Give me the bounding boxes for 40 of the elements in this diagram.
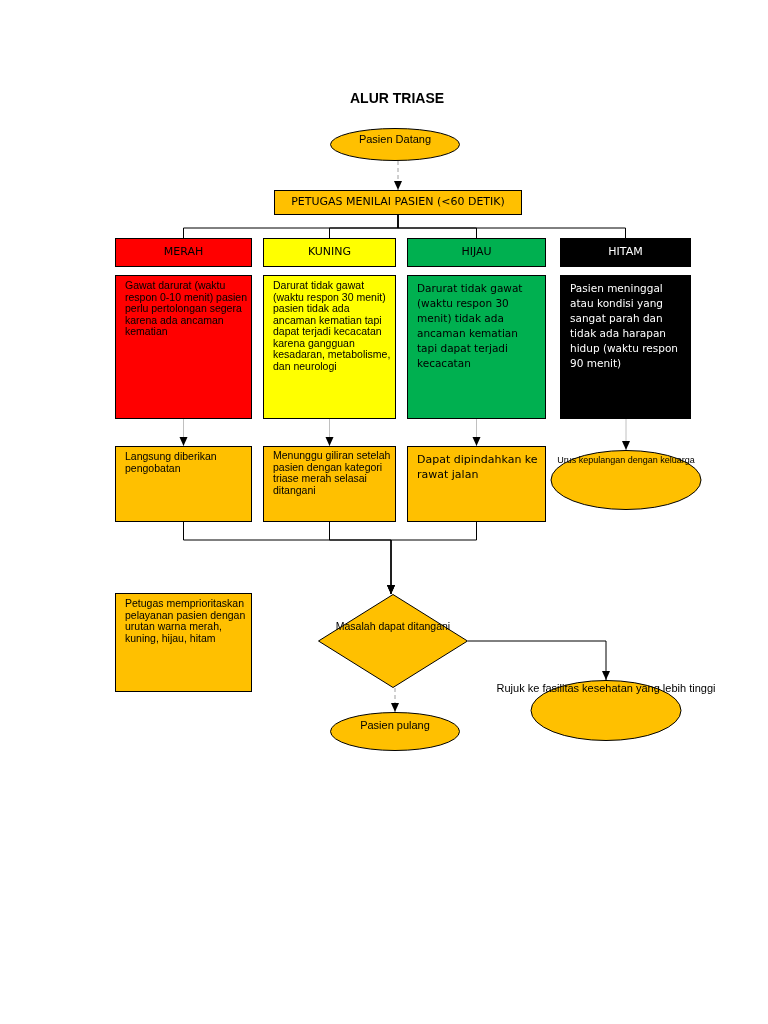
node-text: Langsung diberikan pengobatan xyxy=(125,450,218,474)
node-text: Menunggu giliran setelah pasien dengan kategori triase merah selasai ditangani xyxy=(273,450,392,496)
node-text: Pasien meninggal atau kondisi yang sangat parah dan tidak ada harapan hidup (waktu respon 90 menit) xyxy=(570,281,679,371)
category-header xyxy=(115,238,252,267)
action-box xyxy=(115,446,252,522)
node-text: Darurat tidak gawat (waktu respon 30 menit) tidak ada ancaman kematian tapi dapat terjadi kecacatan xyxy=(417,281,524,371)
description-box xyxy=(263,275,396,419)
node-text: MERAH xyxy=(163,244,204,261)
connector-arrow xyxy=(394,160,402,191)
category-header xyxy=(560,238,691,267)
node-text: Dapat dipindahkan ke rawat jalan xyxy=(417,452,539,482)
action-box xyxy=(407,446,546,522)
node-text: HITAM xyxy=(608,244,643,261)
node-text: Darurat tidak gawat (waktu respon 30 menit) pasien tidak ada ancaman kematian tapi dapat terjadi kecacatan karena gangguan kesadaran, metabolisme, dan neurologi xyxy=(273,280,392,372)
connector-arrow xyxy=(387,521,477,595)
description-box xyxy=(560,275,691,419)
note-box xyxy=(115,593,252,692)
decision-diamond xyxy=(318,594,468,688)
node-text: Petugas memprioritaskan pelayanan pasien dengan urutan warna merah, kuning, hijau, hitam xyxy=(125,598,247,644)
end-ellipse xyxy=(330,712,460,751)
connector-arrow xyxy=(467,640,610,681)
node-text: Pasien pulang xyxy=(359,718,431,733)
node-text: HIJAU xyxy=(461,244,492,261)
description-box xyxy=(407,275,546,419)
node-text: Pasien Datang xyxy=(357,132,433,147)
process-box xyxy=(274,190,522,215)
diagram-title: ALUR TRIASE xyxy=(350,89,445,108)
connector-arrow xyxy=(622,418,630,451)
node-text: Gawat darurat (waktu respon 0-10 menit) pasien perlu pertolongan segera karena ada ancaman kematian xyxy=(125,280,247,338)
description-box xyxy=(115,275,252,419)
connector-arrow xyxy=(472,418,481,447)
node-text: PETUGAS MENILAI PASIEN (<60 DETIK) xyxy=(291,194,505,211)
category-header xyxy=(407,238,546,267)
connector-arrow xyxy=(179,418,188,447)
action-box xyxy=(263,446,396,522)
connector-arrow xyxy=(325,418,334,447)
connector-arrow xyxy=(391,687,399,713)
node-text: KUNING xyxy=(307,244,352,261)
category-header xyxy=(263,238,396,267)
start-ellipse xyxy=(330,128,460,161)
